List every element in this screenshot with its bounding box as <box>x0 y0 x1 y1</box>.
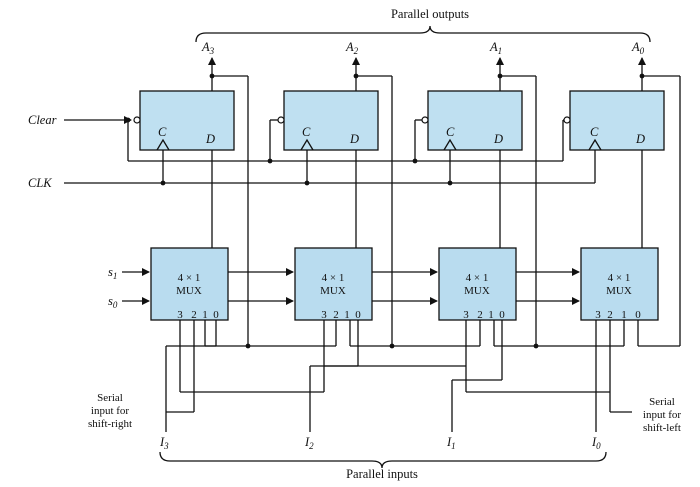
output-a0-label: A0 <box>631 40 645 56</box>
parallel-outputs-label: Parallel outputs <box>391 7 469 21</box>
mux-name: MUX <box>176 285 202 297</box>
mux-pin: 3 <box>321 309 327 321</box>
clear-bubble <box>421 116 429 124</box>
mux-pin: 1 <box>344 309 350 321</box>
mux-name: MUX <box>464 285 490 297</box>
mux-type: 4 × 1 <box>608 272 631 284</box>
mux-pin: 1 <box>621 309 627 321</box>
clock-label: C <box>158 125 167 139</box>
svg-text:Serial: Serial <box>649 396 675 408</box>
mux-pin: 3 <box>463 309 469 321</box>
input-i1-label: I1 <box>446 435 456 451</box>
mux-pin: 0 <box>213 309 219 321</box>
mux-pin: 2 <box>333 309 339 321</box>
select-wiring <box>122 268 580 305</box>
mux-type: 4 × 1 <box>322 272 345 284</box>
mux-pin: 2 <box>191 309 197 321</box>
clear-wiring <box>125 117 566 164</box>
output-a1-label: A1 <box>489 40 502 56</box>
s0-label: s0 <box>108 294 118 310</box>
clock-label: C <box>446 125 455 139</box>
mux-pin: 0 <box>355 309 361 321</box>
clock-triangle-icon <box>300 138 314 151</box>
flipflop-a2: C D <box>277 90 379 151</box>
input-i0-label: I0 <box>591 435 601 451</box>
mux-to-d-wiring <box>211 150 643 248</box>
mux-pin: 3 <box>177 309 183 321</box>
input-i3-label: I3 <box>159 435 169 451</box>
svg-text:input for: input for <box>91 405 130 417</box>
output-a2-label: A2 <box>345 40 359 56</box>
data-label: D <box>635 132 645 146</box>
mux-stage-3: 4 × 1 MUX 3 2 1 0 <box>150 247 229 321</box>
parallel-input-wiring <box>165 320 597 432</box>
clk-label: CLK <box>28 176 52 190</box>
clear-bubble <box>563 116 571 124</box>
mux-stage-1: 4 × 1 MUX 3 2 1 0 <box>438 247 517 321</box>
data-label: D <box>493 132 503 146</box>
clock-label: C <box>590 125 599 139</box>
svg-text:shift-left: shift-left <box>643 422 681 434</box>
clear-label: Clear <box>28 113 57 127</box>
svg-text:Serial: Serial <box>97 392 123 404</box>
clock-triangle-icon <box>588 138 602 151</box>
mux-stage-2: 4 × 1 MUX 3 2 1 0 <box>294 247 373 321</box>
mux-pin: 1 <box>202 309 208 321</box>
parallel-inputs-brace <box>159 451 607 469</box>
input-i2-label: I2 <box>304 435 314 451</box>
svg-text:shift-right: shift-right <box>88 418 132 430</box>
flipflop-a3: C D <box>133 90 235 151</box>
mux-pin: 1 <box>488 309 494 321</box>
flipflop-a0: C D <box>563 90 665 151</box>
output-arrows <box>208 57 646 91</box>
s1-label: s1 <box>108 265 117 281</box>
mux-name: MUX <box>320 285 346 297</box>
mux-pin: 0 <box>499 309 505 321</box>
output-a3-label: A3 <box>201 40 215 56</box>
clear-bubble <box>277 116 285 124</box>
svg-text:input for: input for <box>643 409 682 421</box>
serial-left-label: Serial input for shift-left <box>643 396 682 434</box>
mux-pin: 3 <box>595 309 601 321</box>
clock-triangle-icon <box>443 138 457 151</box>
mux-stage-0: 4 × 1 MUX 3 2 1 0 <box>580 247 659 321</box>
data-label: D <box>349 132 359 146</box>
clock-triangle-icon <box>156 138 170 151</box>
parallel-inputs-label: Parallel inputs <box>346 467 418 481</box>
serial-right-label: Serial input for shift-right <box>88 392 132 430</box>
clear-bubble <box>133 116 141 124</box>
parallel-outputs-brace <box>195 25 651 43</box>
mux-type: 4 × 1 <box>466 272 489 284</box>
data-label: D <box>205 132 215 146</box>
flipflop-a1: C D <box>421 90 523 151</box>
clock-label: C <box>302 125 311 139</box>
mux-pin: 2 <box>607 309 613 321</box>
clk-wiring <box>160 150 596 186</box>
mux-pin: 0 <box>635 309 641 321</box>
mux-pin: 2 <box>477 309 483 321</box>
mux-name: MUX <box>606 285 632 297</box>
mux-type: 4 × 1 <box>178 272 201 284</box>
